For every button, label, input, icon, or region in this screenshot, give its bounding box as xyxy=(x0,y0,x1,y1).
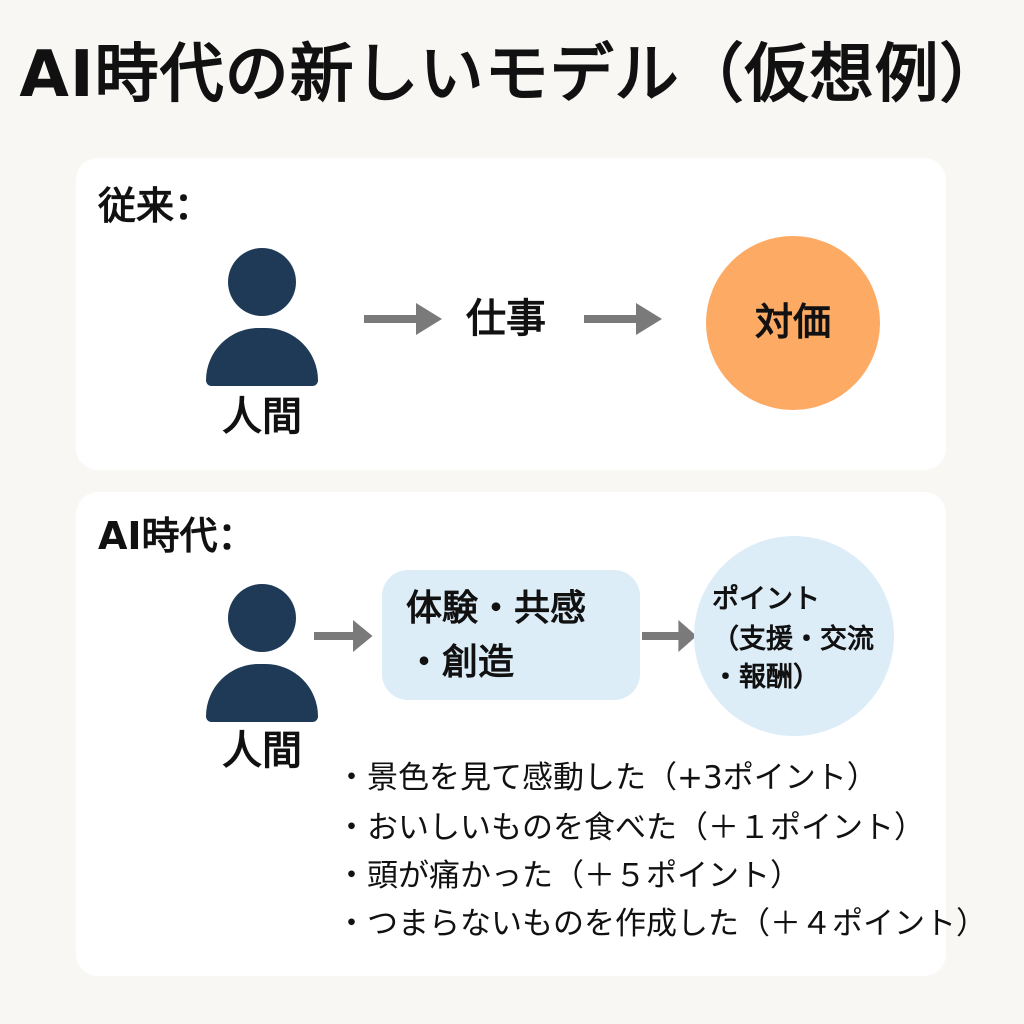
example-item-2: ・おいしいものを食べた（＋１ポイント） xyxy=(336,810,925,846)
reward-circle xyxy=(706,236,880,410)
work-label: 仕事 xyxy=(466,296,546,342)
experience-line-1: 体験・共感 xyxy=(406,588,587,629)
points-circle xyxy=(694,536,894,736)
arrow-shaft xyxy=(364,315,420,323)
arrow-head xyxy=(636,303,662,335)
experience-box xyxy=(382,570,640,700)
experience-line-2: ・創造 xyxy=(406,642,515,683)
ai-era-panel: AI時代： 人間 体験・共感 ・創造 ポイント （支援・交流 ・報酬） ・景色を… xyxy=(76,492,987,976)
ai-era-label: AI時代： xyxy=(98,514,256,558)
arrow-icon xyxy=(584,303,662,335)
points-line-2: （支援・交流 xyxy=(712,624,874,655)
points-line-1: ポイント xyxy=(712,584,820,615)
reward-label: 対価 xyxy=(754,300,831,344)
example-item-4: ・つまらないものを作成した（＋４ポイント） xyxy=(336,906,987,942)
person-body xyxy=(206,664,318,722)
traditional-label: 従来： xyxy=(98,184,213,228)
traditional-person-label: 人間 xyxy=(222,394,302,440)
arrow-icon xyxy=(314,620,373,652)
example-item-1: ・景色を見て感動した（+3ポイント） xyxy=(336,760,878,796)
arrow-head xyxy=(678,620,697,652)
arrow-head xyxy=(416,303,442,335)
person-icon xyxy=(206,248,318,388)
person-head xyxy=(228,248,296,316)
points-line-3: ・報酬） xyxy=(712,662,820,693)
arrow-icon xyxy=(642,620,697,652)
arrow-shaft xyxy=(314,632,356,640)
arrow-head xyxy=(353,620,373,652)
arrow-icon xyxy=(364,303,442,335)
page-title: AI時代の新しいモデル（仮想例） xyxy=(19,38,1005,112)
ai-person-label: 人間 xyxy=(222,728,302,774)
arrow-shaft xyxy=(642,632,682,640)
example-item-3: ・頭が痛かった（＋５ポイント） xyxy=(336,858,801,894)
person-body xyxy=(206,328,318,386)
traditional-panel: 従来： 人間 仕事 対価 xyxy=(76,158,946,470)
person-head xyxy=(228,584,296,652)
arrow-shaft xyxy=(584,315,640,323)
person-icon xyxy=(206,584,318,724)
